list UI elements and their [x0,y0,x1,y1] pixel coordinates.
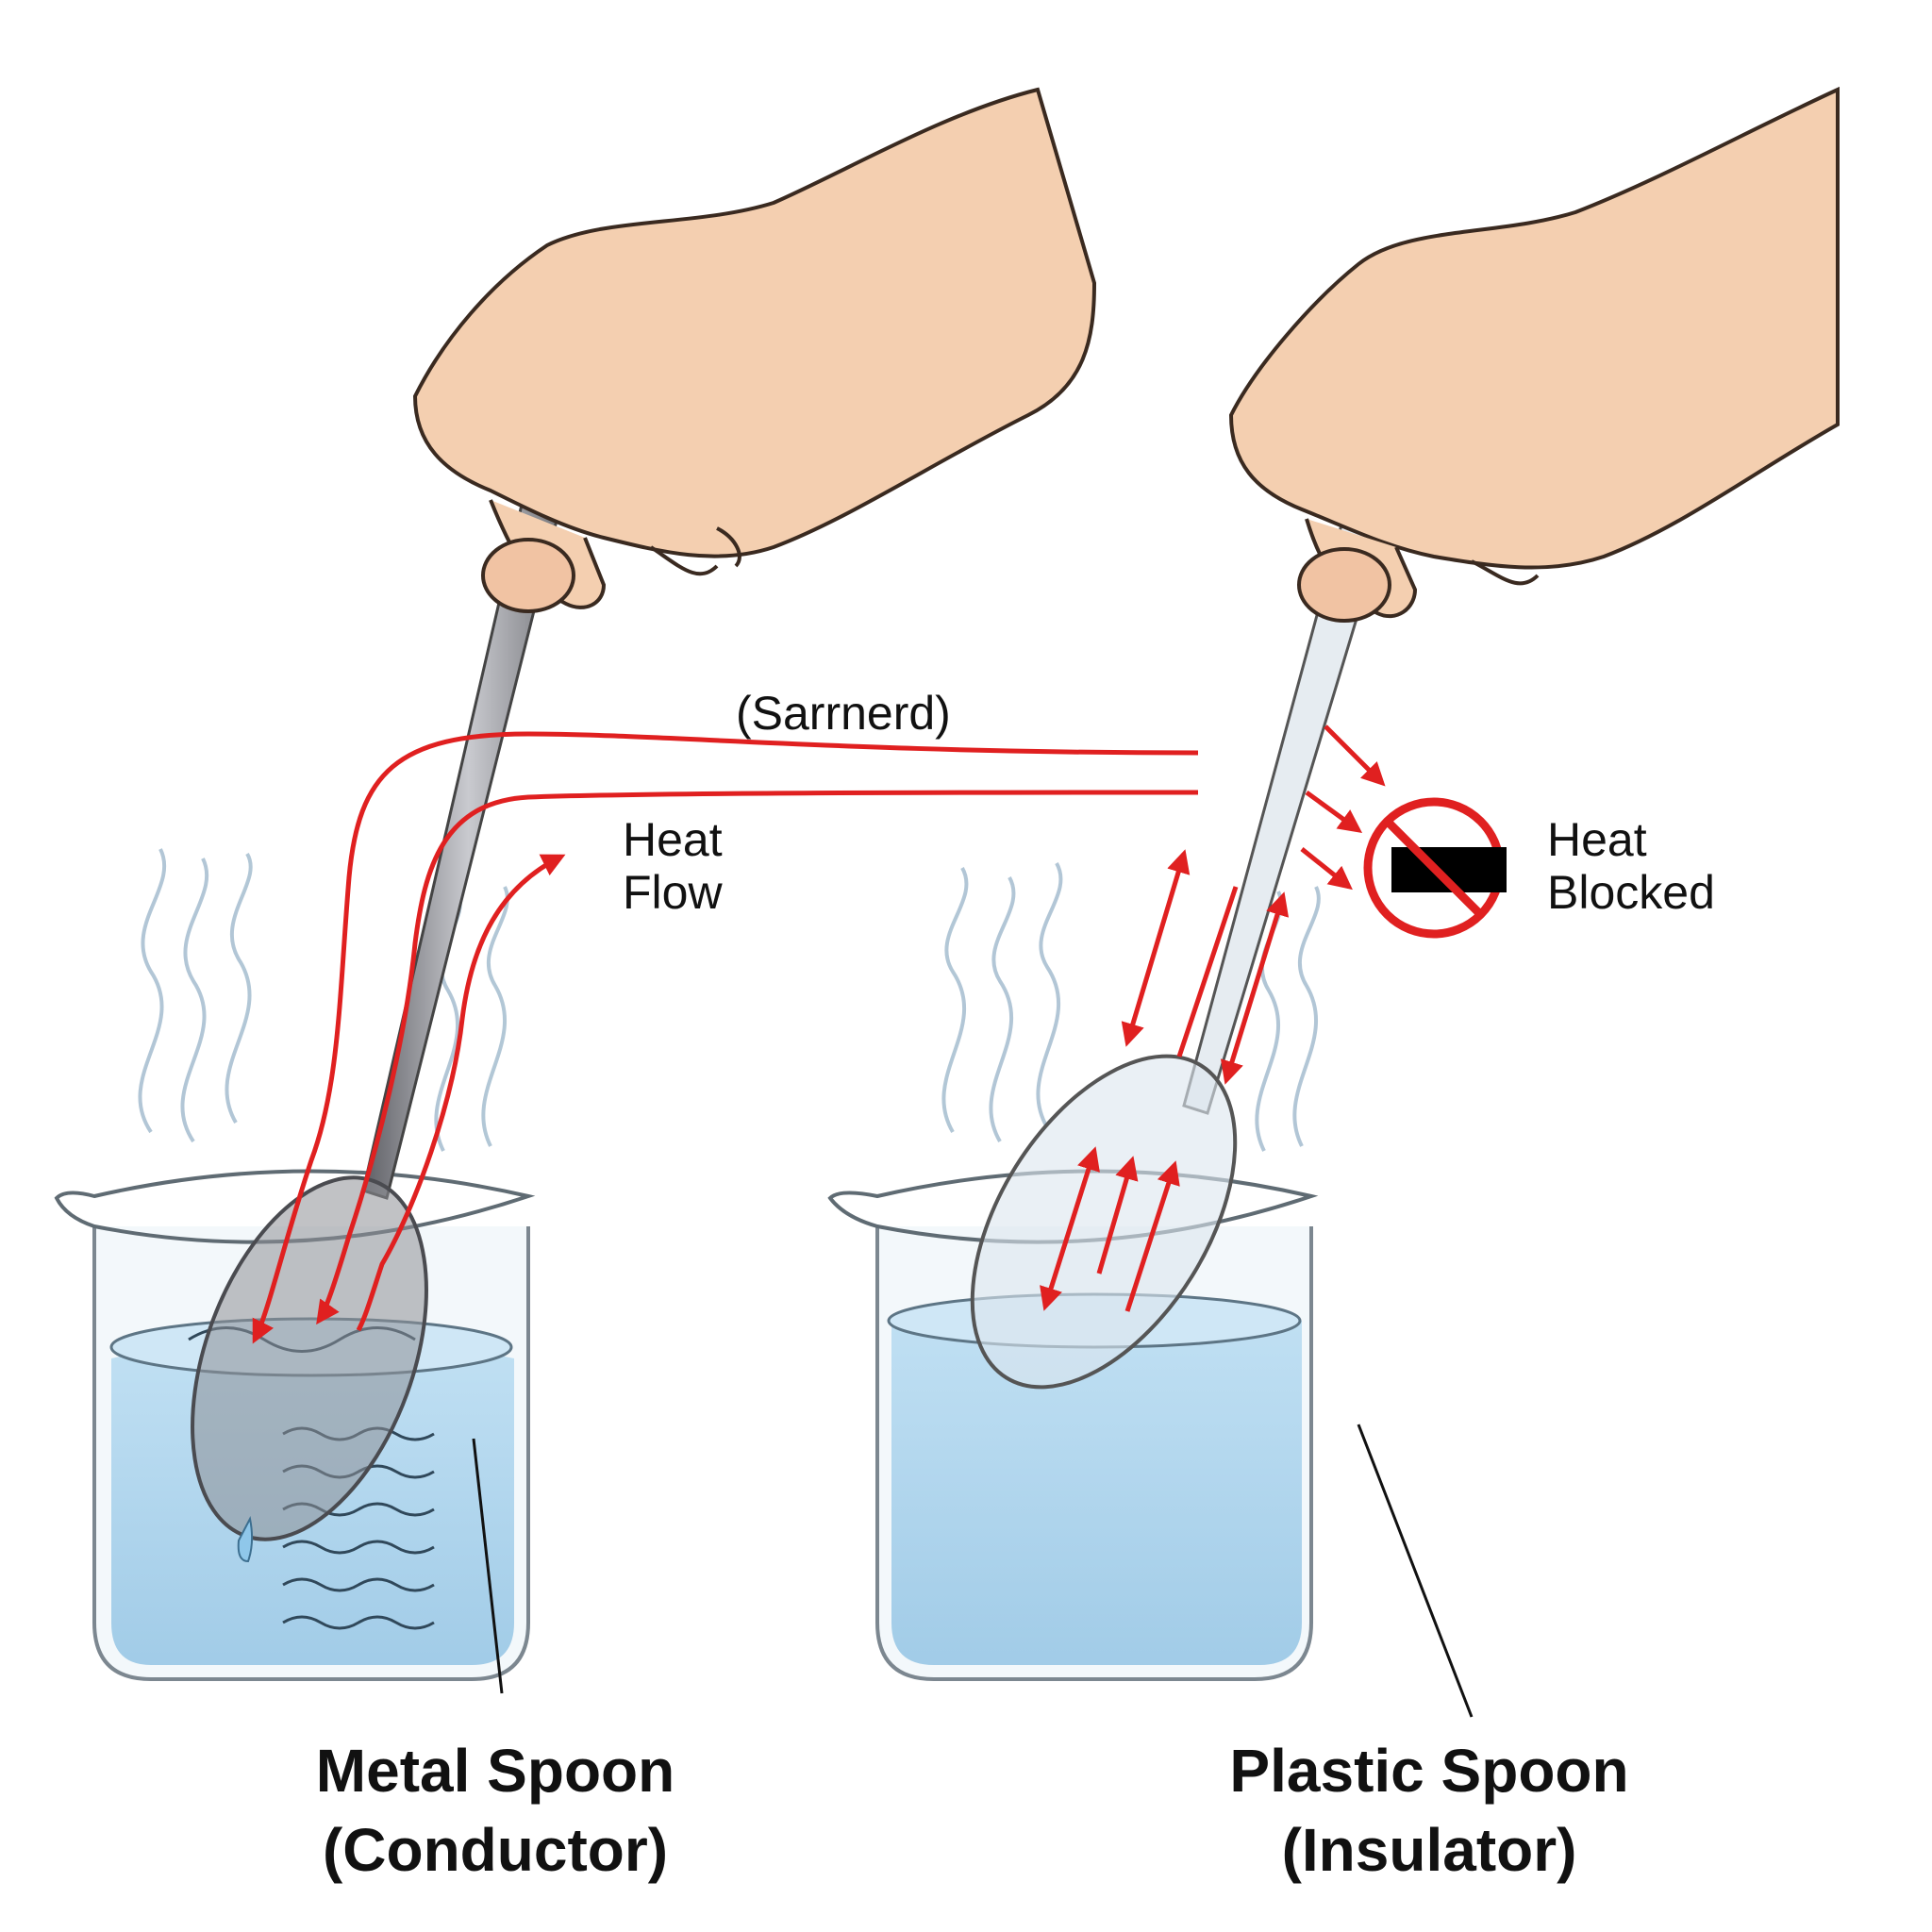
metal-spoon-setup [54,87,1199,1694]
plastic-caption-line2: (Insulator) [1281,1816,1577,1884]
plastic-spoon-caption: Plastic Spoon (Insulator) [1198,1731,1660,1890]
thumb-left [481,538,575,613]
top-label: (Sarrnerd) [736,687,951,740]
leader-line-right [1357,1424,1474,1718]
water-right [891,1307,1302,1665]
metal-caption-line1: Metal Spoon [315,1737,675,1805]
heat-blocked-line2: Blocked [1547,866,1715,919]
heat-flow-line1: Heat [623,813,723,866]
metal-caption-line2: (Conductor) [322,1816,669,1884]
heat-flow-arrows-left [252,731,1199,1344]
plastic-caption-line1: Plastic Spoon [1229,1737,1629,1805]
metal-spoon [191,441,575,1563]
heat-arrows-right [1040,724,1386,1312]
hand-right [1228,86,1840,623]
no-entry-icon [1363,797,1507,939]
leader-line-left [472,1438,504,1694]
thumb-right [1297,547,1391,623]
plastic-spoon-setup [827,86,1840,1718]
hand-left [412,87,1097,613]
heat-blocked-label: Heat Blocked [1547,813,1715,919]
water-drop [237,1516,254,1563]
heat-blocked-line1: Heat [1547,813,1647,866]
heat-flow-line2: Flow [623,866,723,919]
heat-flow-label: Heat Flow [623,813,723,919]
metal-spoon-caption: Metal Spoon (Conductor) [283,1731,708,1890]
